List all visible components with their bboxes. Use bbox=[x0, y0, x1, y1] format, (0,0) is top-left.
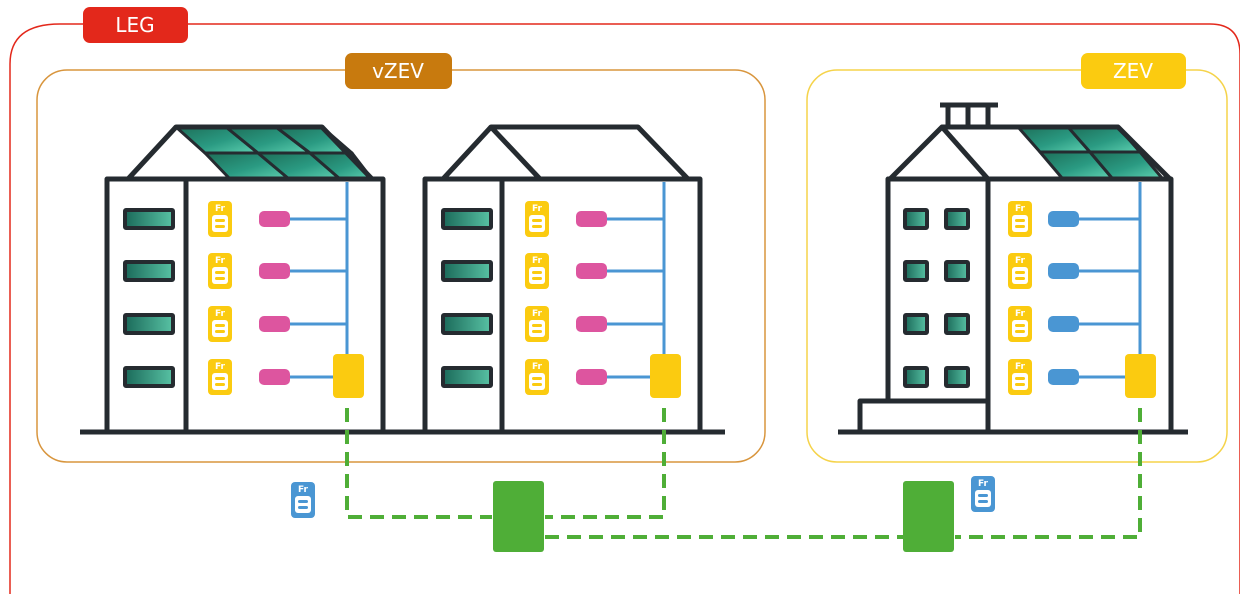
window bbox=[903, 366, 929, 388]
window bbox=[441, 366, 493, 388]
window bbox=[944, 260, 970, 282]
meter-label: Fr bbox=[215, 309, 226, 319]
vzev-label: vZEV bbox=[372, 59, 424, 83]
grid-connections bbox=[345, 408, 1142, 539]
meter-label: Fr bbox=[215, 256, 226, 266]
roof-1 bbox=[126, 124, 374, 181]
leg-label: LEG bbox=[115, 13, 154, 37]
windows bbox=[123, 208, 970, 388]
meter-label: Fr bbox=[1015, 362, 1026, 372]
building-main-meter bbox=[333, 354, 364, 398]
apartment-meter: Fr bbox=[525, 359, 549, 395]
grid-meter-vzev: Fr bbox=[291, 482, 315, 518]
apartment-meter: Fr bbox=[1008, 253, 1032, 289]
meter-label: Fr bbox=[532, 309, 543, 319]
consumer-device bbox=[1048, 263, 1079, 279]
meter-label: Fr bbox=[215, 362, 226, 372]
consumer-device bbox=[1048, 211, 1079, 227]
electrical-feeders bbox=[288, 182, 1142, 379]
window bbox=[944, 208, 970, 230]
apartment-meter: Fr bbox=[525, 306, 549, 342]
window bbox=[123, 366, 175, 388]
consumer-device bbox=[576, 369, 607, 385]
consumer-device bbox=[576, 211, 607, 227]
consumer-device bbox=[576, 316, 607, 332]
leg-tag bbox=[83, 7, 188, 43]
meter-label: Fr bbox=[1015, 204, 1026, 214]
meter-label: Fr bbox=[978, 479, 989, 489]
zev-group: ZEV bbox=[806, 53, 1228, 463]
apartment-meter: Fr bbox=[525, 253, 549, 289]
window bbox=[123, 313, 175, 335]
solar-panels-1 bbox=[174, 125, 374, 181]
consumer-device bbox=[259, 316, 290, 332]
consumer-devices bbox=[259, 211, 1156, 398]
apartment-meter: Fr bbox=[1008, 306, 1032, 342]
zev-frame bbox=[806, 69, 1228, 463]
zev-label: ZEV bbox=[1113, 59, 1153, 83]
building-main-meter bbox=[650, 354, 681, 398]
grid-line-building-2 bbox=[545, 408, 666, 519]
apartment-meter: Fr bbox=[208, 306, 232, 342]
roof-3 bbox=[888, 124, 1172, 181]
roof-2 bbox=[441, 124, 690, 181]
vzev-tag bbox=[345, 53, 452, 89]
apartment-meter: Fr bbox=[1008, 359, 1032, 395]
window bbox=[123, 208, 175, 230]
meter-label: Fr bbox=[298, 485, 309, 495]
grid-line-building-1 bbox=[345, 408, 492, 519]
window bbox=[944, 313, 970, 335]
meter-label: Fr bbox=[1015, 256, 1026, 266]
window bbox=[944, 366, 970, 388]
window bbox=[903, 208, 929, 230]
meter-label: Fr bbox=[1015, 309, 1026, 319]
meter-label: Fr bbox=[532, 256, 543, 266]
building-main-meter bbox=[1125, 354, 1156, 398]
consumer-device bbox=[576, 263, 607, 279]
window bbox=[123, 260, 175, 282]
grid-line-building-3 bbox=[955, 408, 1142, 539]
meter-label: Fr bbox=[215, 204, 226, 214]
grid-meter-zev: Fr bbox=[971, 476, 995, 512]
annex-3 bbox=[857, 398, 991, 435]
consumer-device bbox=[259, 263, 290, 279]
apartment-meter: Fr bbox=[208, 253, 232, 289]
substation-zev bbox=[903, 481, 954, 552]
window bbox=[441, 208, 493, 230]
consumer-device bbox=[259, 211, 290, 227]
meter-label: Fr bbox=[532, 204, 543, 214]
window bbox=[903, 260, 929, 282]
substation-vzev bbox=[493, 481, 544, 552]
apartment-meter: Fr bbox=[1008, 201, 1032, 237]
apartment-meter: Fr bbox=[208, 359, 232, 395]
consumer-device bbox=[1048, 369, 1079, 385]
meter-label: Fr bbox=[532, 362, 543, 372]
apartment-meter: Fr bbox=[208, 201, 232, 237]
consumer-device bbox=[259, 369, 290, 385]
vzev-group: vZEV bbox=[36, 53, 766, 463]
window bbox=[441, 260, 493, 282]
consumer-device bbox=[1048, 316, 1079, 332]
apartment-meter: Fr bbox=[525, 201, 549, 237]
zev-tag bbox=[1081, 53, 1186, 89]
window bbox=[441, 313, 493, 335]
window bbox=[903, 313, 929, 335]
